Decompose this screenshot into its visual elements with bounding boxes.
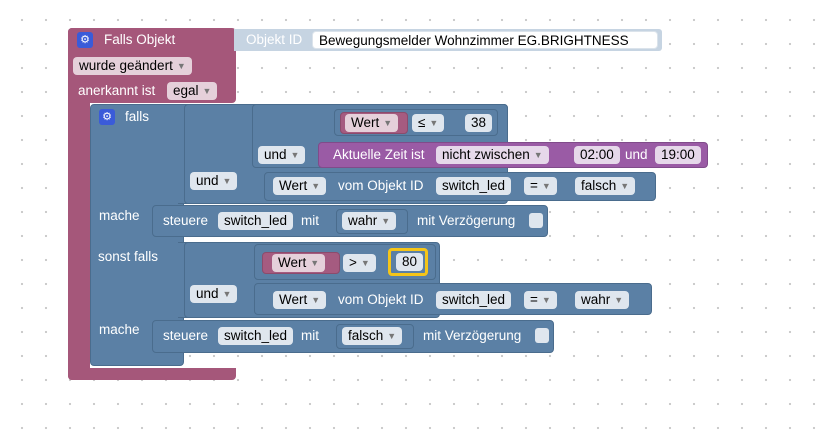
chevron-down-icon: ▼	[381, 216, 391, 226]
delay-label: mit Verzögerung	[417, 213, 516, 228]
if-label: falls	[125, 109, 150, 124]
if-gear-icon[interactable]: ⚙	[99, 109, 115, 125]
brightness-var-dropdown-2[interactable]: Wert▼	[272, 254, 326, 272]
control-object-field[interactable]: switch_led	[218, 212, 294, 230]
trigger-dropdown[interactable]: wurde geändert▼	[73, 57, 192, 75]
chevron-down-icon: ▼	[620, 181, 630, 191]
delay-checkbox[interactable]	[529, 213, 543, 228]
event-gear-icon[interactable]: ⚙	[77, 32, 93, 48]
chevron-down-icon: ▼	[310, 258, 320, 268]
chevron-down-icon: ▼	[311, 295, 321, 305]
chevron-down-icon: ▼	[429, 118, 439, 128]
object-id-value[interactable]: Bewegungsmelder Wohnzimmer EG.BRIGHTNESS	[312, 31, 658, 49]
control-label-2: steuere	[163, 328, 209, 343]
chevron-down-icon: ▼	[176, 61, 186, 71]
time-and-label: und	[625, 147, 648, 162]
chevron-down-icon: ▼	[541, 181, 551, 191]
object-field[interactable]: switch_led	[436, 177, 512, 195]
state-var-dropdown[interactable]: Wert▼	[273, 177, 327, 195]
with-label: mit	[301, 213, 319, 228]
compare-op-dropdown[interactable]: ≤▼	[412, 114, 445, 132]
chevron-down-icon: ▼	[202, 86, 212, 96]
time-label: Aktuelle Zeit ist	[333, 147, 425, 162]
cond1-and-dropdown[interactable]: und▼	[190, 172, 238, 190]
of-object-label: vom Objekt ID	[338, 178, 424, 193]
time-mode-dropdown[interactable]: nicht zwischen▼	[436, 146, 549, 164]
elseif-label: sonst falls	[98, 249, 159, 264]
ack-dropdown[interactable]: egal▼	[167, 82, 218, 100]
state-op-dropdown-2[interactable]: =▼	[524, 291, 557, 309]
chevron-down-icon: ▼	[541, 295, 551, 305]
event-block-left-bar[interactable]	[68, 28, 90, 380]
object-id-field-group[interactable]: Objekt ID Bewegungsmelder Wohnzimmer EG.…	[234, 29, 662, 51]
delay-checkbox-2[interactable]	[535, 328, 549, 343]
chevron-down-icon: ▼	[614, 295, 624, 305]
control-object-field-2[interactable]: switch_led	[218, 327, 294, 345]
state-var-dropdown-2[interactable]: Wert▼	[273, 291, 327, 309]
brightness-var-dropdown[interactable]: Wert▼	[345, 114, 399, 132]
object-field-2[interactable]: switch_led	[436, 291, 512, 309]
ack-label: anerkannt ist	[78, 83, 156, 98]
event-block-footer	[68, 368, 236, 380]
do-label: mache	[99, 208, 140, 223]
chevron-down-icon: ▼	[360, 258, 370, 268]
time-from[interactable]: 02:00	[574, 146, 620, 164]
chevron-down-icon: ▼	[290, 150, 300, 160]
event-title: Falls Objekt	[104, 32, 176, 47]
bool-value-dropdown[interactable]: wahr▼	[342, 212, 397, 230]
time-to[interactable]: 19:00	[655, 146, 701, 164]
object-id-label: Objekt ID	[246, 32, 303, 47]
chevron-down-icon: ▼	[383, 118, 393, 128]
do2-label: mache	[99, 322, 140, 337]
state-value-dropdown-2[interactable]: wahr▼	[575, 291, 630, 309]
cond1-inner-and-dropdown[interactable]: und▼	[258, 146, 306, 164]
compare-number[interactable]: 38	[465, 114, 493, 132]
chevron-down-icon: ▼	[533, 150, 543, 160]
of-object-label-2: vom Objekt ID	[338, 292, 424, 307]
bool-value-dropdown-2[interactable]: falsch▼	[342, 327, 403, 345]
state-op-dropdown[interactable]: =▼	[524, 177, 557, 195]
control-label: steuere	[163, 213, 209, 228]
chevron-down-icon: ▼	[222, 289, 232, 299]
chevron-down-icon: ▼	[311, 181, 321, 191]
compare-op-dropdown-2[interactable]: >▼	[343, 254, 376, 272]
compare-number-2[interactable]: 80	[396, 253, 424, 271]
cond2-and-dropdown[interactable]: und▼	[190, 285, 238, 303]
delay-label-2: mit Verzögerung	[423, 328, 522, 343]
state-value-dropdown[interactable]: falsch▼	[575, 177, 636, 195]
chevron-down-icon: ▼	[387, 331, 397, 341]
chevron-down-icon: ▼	[222, 176, 232, 186]
with-label-2: mit	[301, 328, 319, 343]
